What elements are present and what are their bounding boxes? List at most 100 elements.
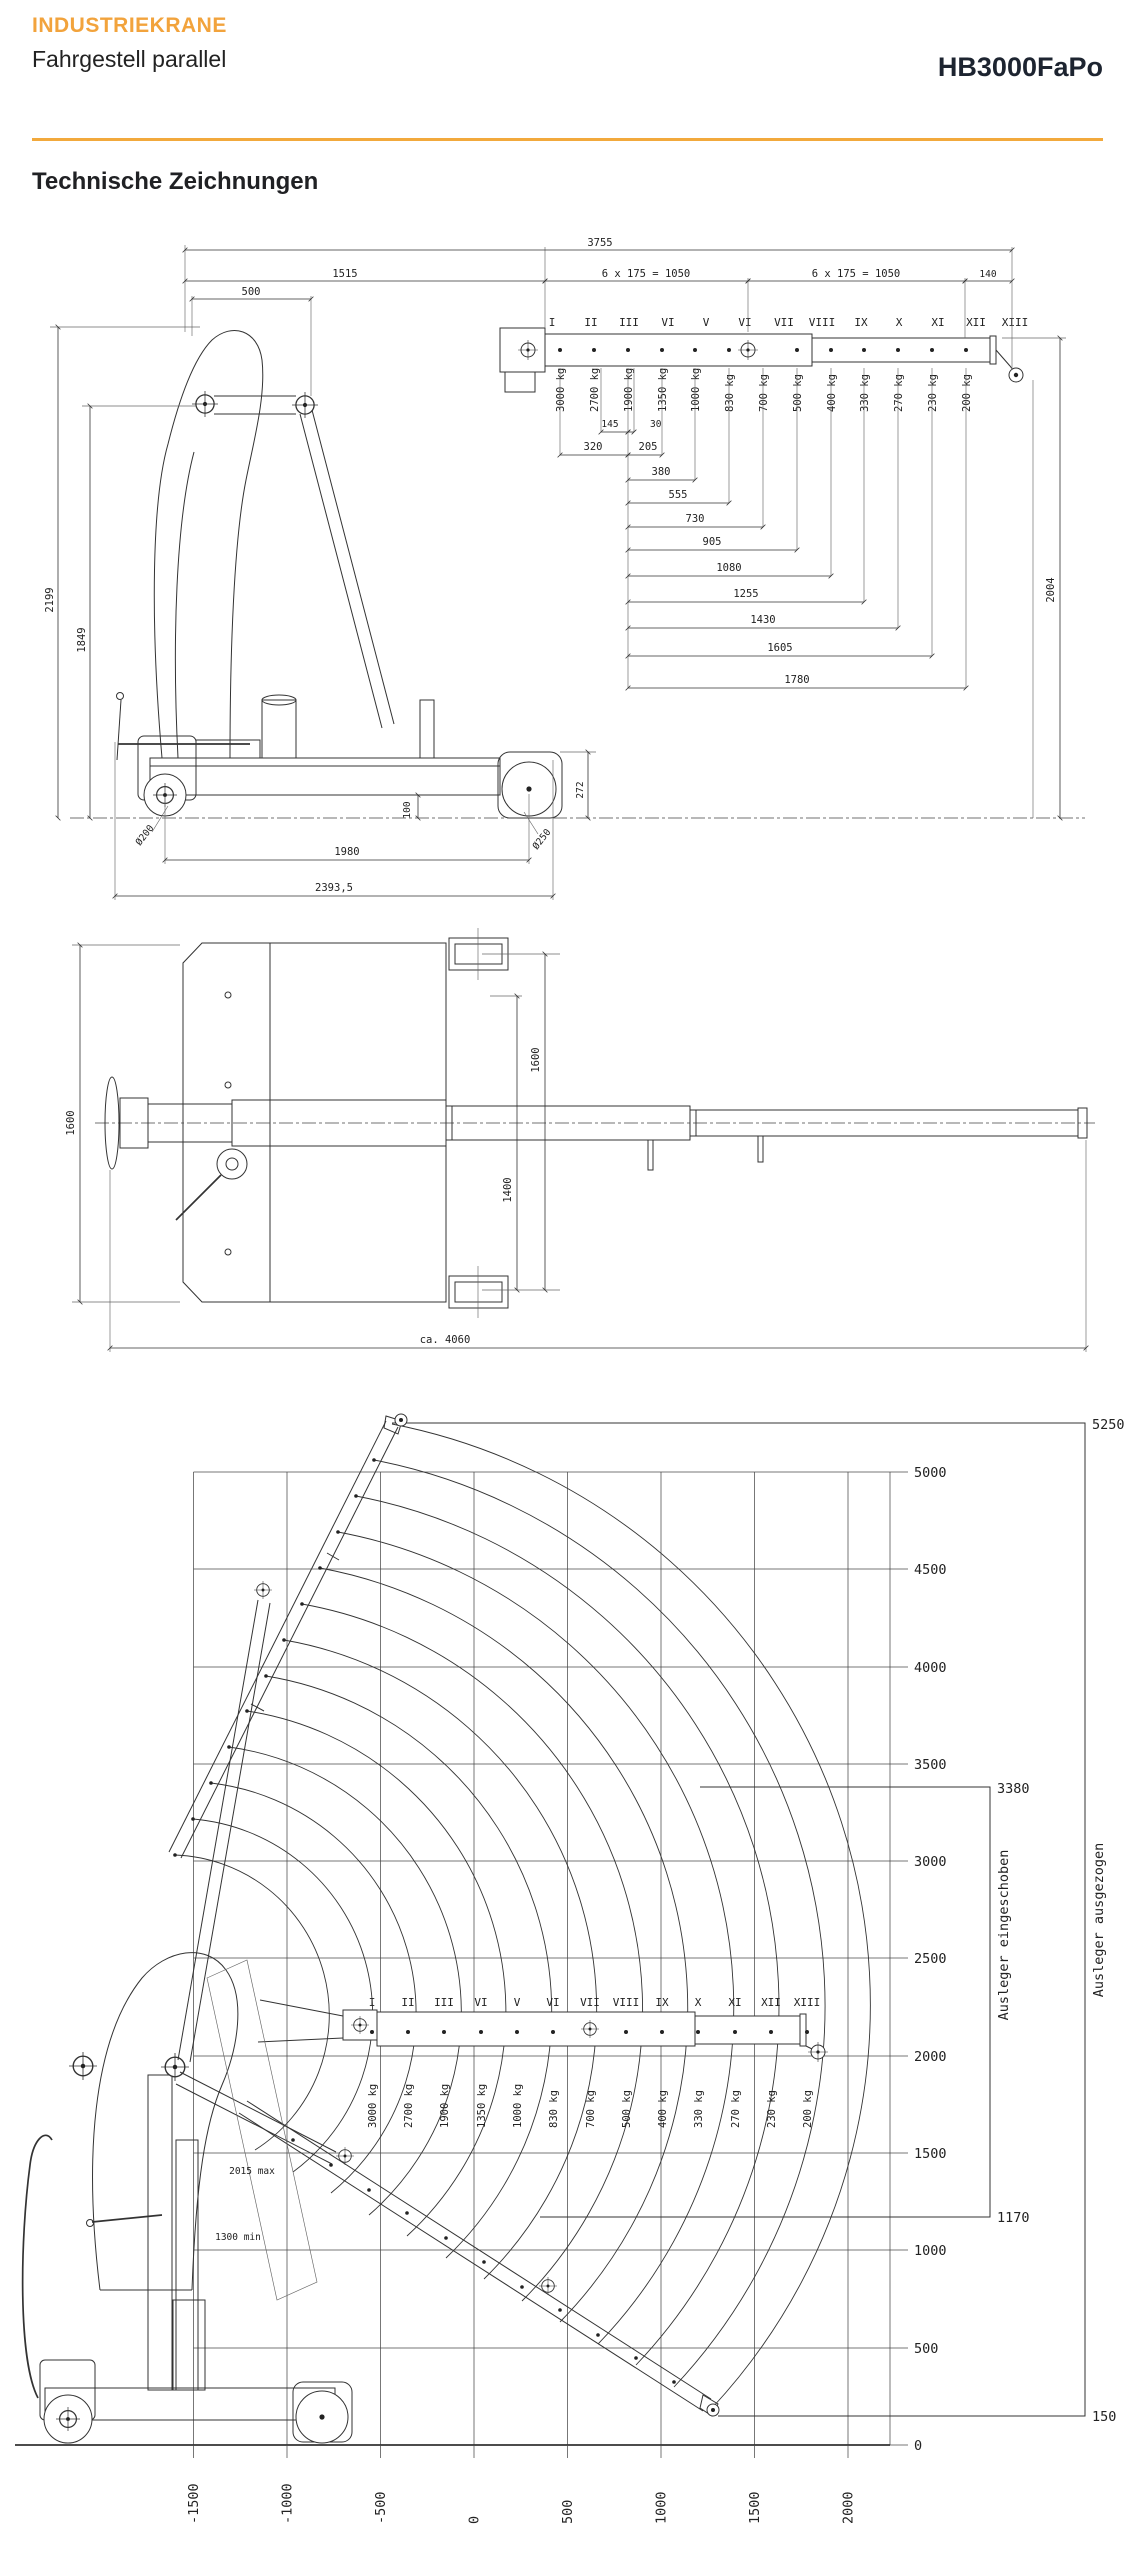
pump-mount	[216, 1148, 248, 1180]
dim-100: 100	[402, 801, 413, 818]
dim-overall-length: 3755	[587, 237, 612, 249]
dim-track-left-1600: 1600	[65, 1110, 77, 1135]
crane-body-chart: 2015 max 1300 min	[21, 1599, 353, 2444]
load-label: 700 kg	[585, 2090, 597, 2128]
bottom-dimensions: Ø200 Ø250 1980 2393,5	[112, 742, 556, 900]
cylinder-stroke-annotation	[206, 1959, 318, 2301]
frame-label-150: 150	[1092, 2409, 1116, 2425]
numeral: XIII	[794, 1996, 821, 2009]
load-label: 500 kg	[621, 2090, 633, 2128]
numeral: VII	[774, 316, 794, 329]
dim-rear-wheel-dia: Ø250	[531, 827, 554, 852]
scale-label: -500	[373, 2491, 389, 2524]
load-label: 270 kg	[730, 2090, 742, 2128]
scale-label: 1000	[914, 2243, 947, 2259]
boom-raised	[168, 1413, 408, 1859]
scale-label: 0	[914, 2438, 922, 2454]
dim-cascade: 380	[652, 466, 671, 478]
load-label: 200 kg	[961, 374, 973, 412]
dim-cascade: 905	[703, 536, 722, 548]
dim-cascade: 1605	[767, 642, 792, 654]
load-label: 1350 kg	[657, 368, 669, 412]
scale-label: -1500	[186, 2483, 202, 2524]
dim-30: 30	[650, 419, 662, 430]
load-label: 1350 kg	[476, 2084, 488, 2128]
load-label: 330 kg	[859, 374, 871, 412]
label-boom-retracted: Ausleger eingeschoben	[996, 1850, 1012, 2021]
scale-label: 3000	[914, 1854, 947, 1870]
dim-500: 500	[242, 286, 261, 298]
dim-cascade: 1255	[733, 588, 758, 600]
load-label: 700 kg	[758, 374, 770, 412]
dim-cascade: 1080	[716, 562, 741, 574]
bottom-scale: -1500 -1000 -500 0 500 1000 1500 2000	[186, 2445, 857, 2524]
working-envelope-chart: 5000 4500 4000 3500 3000 2500 2000 1500 …	[15, 1413, 1125, 2524]
scale-label: 1500	[914, 2146, 947, 2162]
numeral: II	[401, 1996, 414, 2009]
boom-lowered	[238, 2100, 720, 2417]
side-view-drawing: I II III VI V VI VII VIII IX X XI XII XI…	[44, 237, 1085, 900]
scale-label: 2000	[914, 2049, 947, 2065]
load-label: 830 kg	[724, 374, 736, 412]
numeral: III	[619, 316, 639, 329]
dim-overall-4060: ca. 4060	[420, 1334, 471, 1346]
scale-label: 0	[467, 2516, 483, 2524]
load-label: 500 kg	[792, 374, 804, 412]
load-label: 3000 kg	[367, 2084, 379, 2128]
cylinder-max-label: 2015 max	[229, 2166, 275, 2177]
numeral: VI	[546, 1996, 559, 2009]
load-label: 330 kg	[693, 2090, 705, 2128]
envelope-grid	[15, 1471, 891, 2446]
section-title: Technische Zeichnungen	[32, 168, 319, 195]
numeral: III	[434, 1996, 454, 2009]
load-label: 2700 kg	[589, 368, 601, 412]
boom-holes	[558, 348, 968, 352]
scale-label: 2000	[841, 2491, 857, 2524]
numeral: VI	[474, 1996, 487, 2009]
load-curves	[174, 1423, 871, 2409]
scale-label: 2500	[914, 1951, 947, 1967]
left-height-dimensions: 2199 1849	[44, 324, 200, 821]
dim-overall-2393: 2393,5	[315, 882, 353, 894]
load-label: 1900 kg	[623, 368, 635, 412]
numeral: XIII	[1002, 316, 1029, 329]
numeral: V	[514, 1996, 521, 2009]
mast-arm	[153, 330, 395, 759]
chart-load-labels: 3000 kg 2700 kg 1900 kg 1350 kg 1000 kg …	[367, 2084, 814, 2128]
top-view-dimensions: 1600 1600 1400 ca. 4060	[65, 942, 1089, 1352]
load-label: 1000 kg	[690, 368, 702, 412]
dim-140: 140	[979, 269, 996, 280]
dim-320: 320	[584, 441, 603, 453]
scale-label: 1500	[747, 2491, 763, 2524]
right-scale: 5000 4500 4000 3500 3000 2500 2000 1500 …	[890, 1465, 947, 2454]
tiller-handle-side	[21, 2134, 53, 2399]
numeral: X	[695, 1996, 702, 2009]
extended-range-frame	[392, 1422, 1086, 2417]
chassis	[116, 692, 563, 819]
load-label: 400 kg	[657, 2090, 669, 2128]
retracted-range-frame	[540, 1786, 991, 2218]
load-label: 230 kg	[927, 374, 939, 412]
model-number: HB3000FaPo	[937, 52, 1103, 82]
scale-label: 4000	[914, 1660, 947, 1676]
dim-cascade: 730	[686, 513, 705, 525]
numeral: VI	[738, 316, 751, 329]
dim-hole-pitch-a: 6 x 175 = 1050	[602, 268, 691, 280]
load-label: 230 kg	[766, 2090, 778, 2128]
scale-label: -1000	[280, 2483, 296, 2524]
product-subtitle: Fahrgestell parallel	[32, 46, 227, 72]
range-frames: 5250 150 3380 1170 Ausleger eingeschoben…	[392, 1417, 1125, 2425]
boom-load-labels: 3000 kg 2700 kg 1900 kg 1350 kg 1000 kg …	[555, 368, 973, 412]
right-height-dimensions: 2004 272 100	[402, 335, 1066, 821]
numeral: I	[369, 1996, 376, 2009]
frame-label-5250: 5250	[1092, 1417, 1125, 1433]
dim-height-2199: 2199	[44, 587, 56, 612]
dim-cascade: 555	[669, 489, 688, 501]
boom-horizontal	[342, 2009, 829, 2063]
scale-label: 500	[914, 2341, 938, 2357]
base-plate	[182, 942, 447, 1303]
dim-cascade: 1780	[784, 674, 809, 686]
boom-side	[499, 327, 1024, 393]
numeral: II	[584, 316, 597, 329]
scale-label: 4500	[914, 1562, 947, 1578]
